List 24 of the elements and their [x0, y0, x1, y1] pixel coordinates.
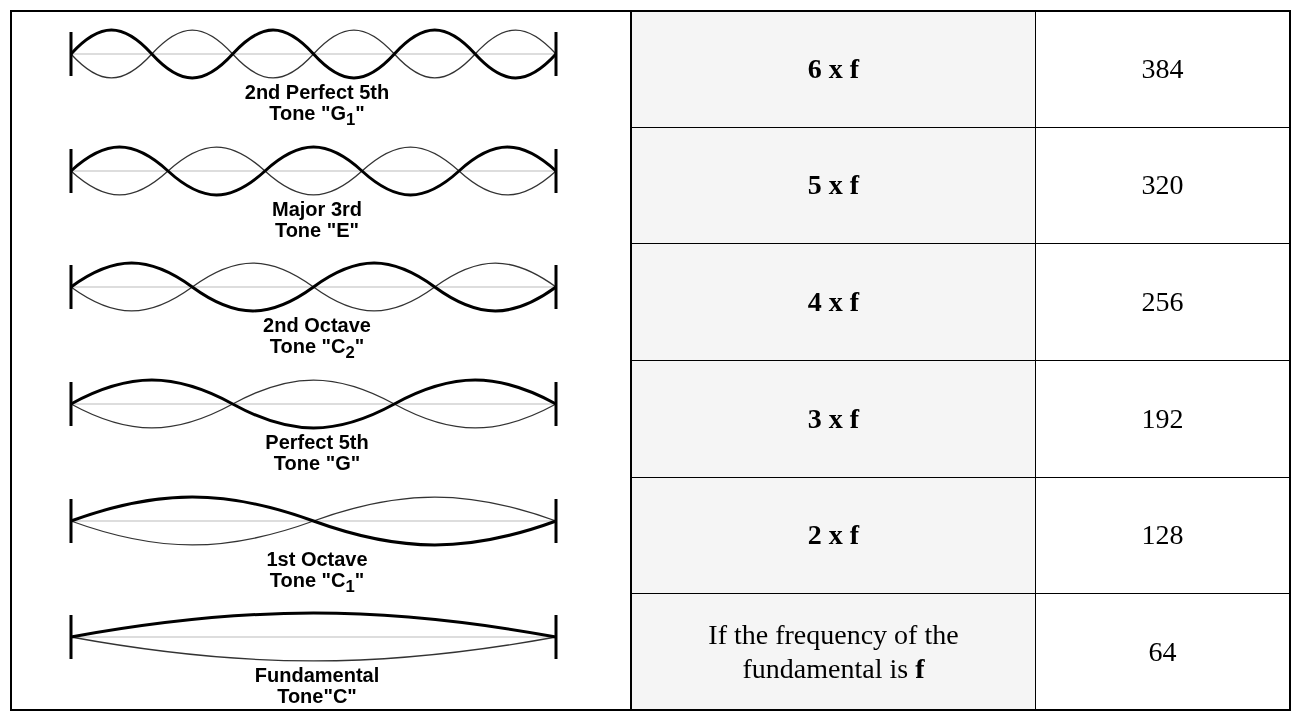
- interval-caption: Fundamental: [254, 665, 380, 687]
- interval-caption: 1st Octave: [266, 548, 368, 570]
- frequency-value: 128: [1141, 518, 1184, 553]
- interval-caption: Major 3rd: [272, 198, 362, 220]
- tone-caption: Tone "G": [273, 453, 361, 474]
- frequency-value: 320: [1141, 168, 1184, 203]
- frequency-value: 64: [1148, 634, 1177, 669]
- interval-caption: 2nd Perfect 5th: [244, 82, 390, 103]
- tone-caption: Tone "C$_{2}$": [269, 336, 365, 364]
- multiple-text: 5 x f: [807, 168, 860, 203]
- frequency-value: 384: [1141, 52, 1184, 87]
- frequency-value: 256: [1141, 285, 1184, 320]
- frequency-value: 192: [1141, 401, 1184, 436]
- multiple-text: 6 x f: [807, 52, 860, 87]
- multiple-text: 3 x f: [807, 401, 860, 436]
- tone-caption: Tone "E": [274, 219, 360, 241]
- tone-caption: Tone "C$_{1}$": [269, 569, 365, 597]
- interval-caption: Perfect 5th: [265, 432, 369, 453]
- multiple-text: 2 x f: [807, 518, 860, 553]
- multiple-text: If the frequency of the fundamental is f: [707, 617, 960, 686]
- tone-caption: Tone"C": [277, 686, 357, 708]
- multiple-text: 4 x f: [807, 285, 860, 320]
- interval-caption: 2nd Octave: [263, 315, 371, 337]
- tone-caption: Tone "G$_{1}$": [269, 103, 365, 130]
